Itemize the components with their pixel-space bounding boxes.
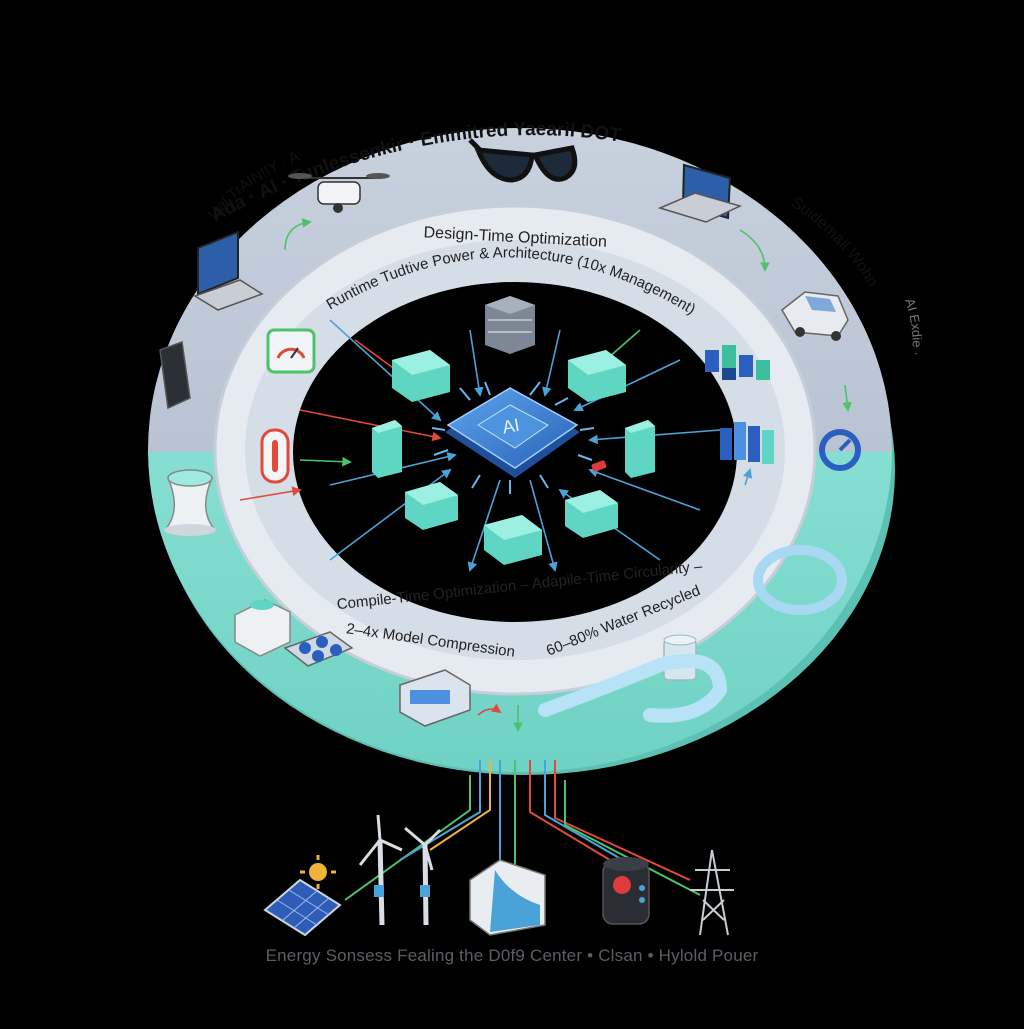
module [392, 350, 450, 402]
car-icon [781, 291, 849, 341]
sun-icon [300, 855, 336, 889]
arrow [284, 218, 312, 251]
data-flow-arrows [239, 218, 852, 732]
compute-modules [372, 350, 655, 565]
arrow [842, 384, 852, 412]
power-dial-icon [819, 429, 861, 471]
cooling-tower-icon [163, 469, 217, 536]
server-rack-icon [485, 296, 535, 354]
ai-chip-label: AI [501, 415, 521, 438]
laptop-top-right-icon [657, 163, 743, 223]
arrow [469, 329, 484, 397]
laptop-left-icon [193, 230, 264, 311]
module [484, 515, 542, 565]
gauge-icon [266, 328, 316, 374]
tablet-icon [159, 340, 191, 410]
pipeline-icon [538, 653, 728, 723]
arrow [739, 229, 770, 272]
arrow [239, 486, 302, 501]
nuclear-reactor-icon [602, 857, 650, 925]
power-pylon-icon [690, 849, 734, 936]
thermometer-icon [260, 428, 290, 484]
arrow [743, 468, 753, 486]
hydro-dam-icon [469, 859, 546, 936]
solar-panel-icon [263, 878, 342, 937]
fan-array-icon [283, 631, 354, 667]
module [565, 490, 618, 538]
heat-exchanger-icon [399, 669, 471, 727]
arrow [529, 479, 558, 572]
server-cluster-icon [720, 422, 774, 464]
power-feed-lines [344, 760, 701, 901]
pipe-loop-icon [753, 545, 847, 615]
module [568, 350, 626, 402]
storage-array-icon [705, 345, 770, 380]
drone-icon [288, 173, 390, 213]
arrow [542, 329, 561, 397]
arrow [329, 319, 442, 422]
module [625, 420, 655, 478]
arrow [299, 409, 442, 442]
ai-chip: AI [431, 381, 607, 494]
smart-glasses-icon [468, 138, 578, 183]
red-indicator-icon [591, 460, 607, 472]
arrow [573, 359, 681, 412]
arrow [477, 703, 502, 716]
wind-turbine-icon [358, 814, 442, 926]
arrow [299, 456, 352, 467]
footer-caption: Energy Sonsess Fealing the D0f9 Center •… [265, 946, 759, 965]
module [372, 420, 402, 478]
chiller-unit-icon [234, 599, 291, 657]
module [405, 482, 458, 530]
arrow [588, 468, 701, 511]
